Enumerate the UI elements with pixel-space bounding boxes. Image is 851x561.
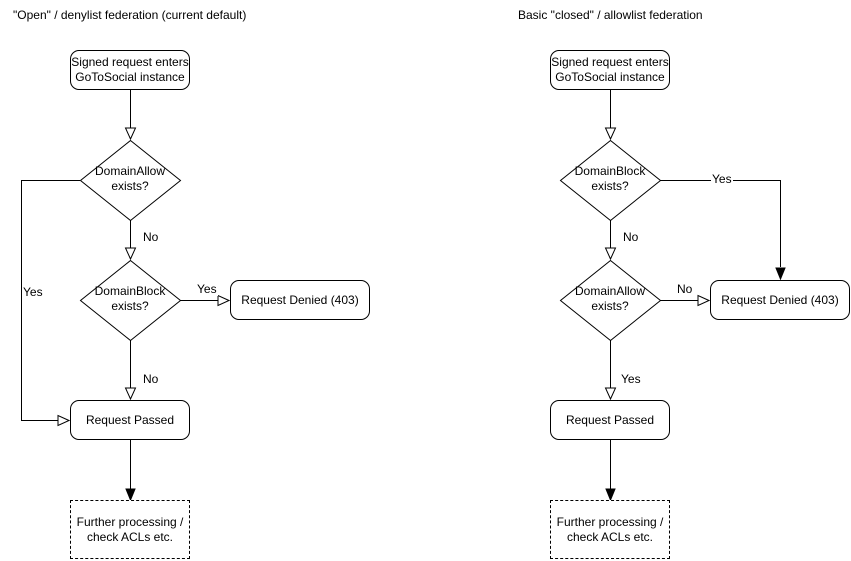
left-decision2-no-edge-label: No [142, 372, 160, 386]
edge-left-decision1-no [124, 220, 137, 261]
edge-line [21, 180, 80, 421]
right-decision1-diamond [559, 139, 662, 222]
request-passed-label: Request Passed [85, 412, 175, 427]
edge-left-decision2-yes-to-denied [180, 294, 231, 307]
open-arrowhead-icon [124, 247, 137, 261]
open-arrowhead-icon [604, 247, 617, 261]
right-decision2-yes-edge-label: Yes [620, 372, 642, 386]
edge-left-passed-to-further [125, 440, 136, 502]
edge-left-decision2-no-to-passed [124, 340, 137, 401]
edge-line [660, 180, 781, 267]
request-denied-label: Request Denied (403) [241, 292, 359, 307]
open-arrowhead-icon [124, 387, 137, 401]
right-further-processing-node: Further processing / check ACLs etc. [550, 500, 670, 559]
left-decision1-no-edge-label: No [142, 230, 160, 244]
left-request-passed-node: Request Passed [70, 400, 190, 440]
filled-arrowhead-icon [125, 488, 136, 502]
further-processing-label-line2: check ACLs etc. [86, 529, 174, 544]
left-further-processing-node: Further processing / check ACLs etc. [70, 500, 190, 559]
right-decision2-diamond [559, 259, 662, 342]
edge-right-decision2-yes-to-passed [604, 340, 617, 401]
open-arrowhead-icon [604, 127, 617, 141]
right-decision1-yes-edge-label: Yes [711, 172, 733, 186]
left-decision1-yes-edge-label: Yes [22, 285, 44, 299]
right-request-passed-node: Request Passed [550, 400, 670, 440]
open-arrowhead-icon [697, 294, 711, 307]
filled-arrowhead-icon [775, 267, 786, 281]
left-chart-title: "Open" / denylist federation (current de… [13, 8, 247, 22]
edge-right-decision2-no-to-denied [660, 294, 711, 307]
start-node-label-line2: GoToSocial instance [75, 70, 185, 84]
edge-left-start-to-decision1 [124, 90, 137, 141]
start-node-label-line2: GoToSocial instance [555, 70, 665, 84]
edge-left-decision1-yes-to-passed [21, 180, 80, 427]
open-arrowhead-icon [217, 294, 231, 307]
filled-arrowhead-icon [605, 488, 616, 502]
right-request-denied-node: Request Denied (403) [710, 280, 850, 320]
edge-right-start-to-decision1 [604, 90, 617, 141]
left-decision1-diamond [79, 139, 182, 222]
open-arrowhead-icon [57, 414, 71, 427]
edge-right-passed-to-further [605, 440, 616, 502]
right-chart-title: Basic "closed" / allowlist federation [518, 8, 703, 22]
request-passed-label: Request Passed [565, 412, 655, 427]
edge-right-decision1-no [604, 220, 617, 261]
further-processing-label-line2: check ACLs etc. [566, 529, 654, 544]
open-arrowhead-icon [604, 387, 617, 401]
left-decision2-diamond [79, 259, 182, 342]
left-request-denied-node: Request Denied (403) [230, 280, 370, 320]
further-processing-label-line1: Further processing / [556, 514, 664, 529]
left-start-node: Signed request enters GoToSocial instanc… [70, 50, 190, 90]
further-processing-label-line1: Further processing / [76, 514, 184, 529]
left-decision2-yes-edge-label: Yes [196, 282, 218, 296]
start-node-label-line1: Signed request enters [71, 55, 189, 69]
edge-right-decision1-yes-to-denied [660, 180, 786, 281]
start-node-label-line1: Signed request enters [551, 55, 669, 69]
request-denied-label: Request Denied (403) [721, 292, 839, 307]
right-start-node: Signed request enters GoToSocial instanc… [550, 50, 670, 90]
right-decision1-no-edge-label: No [622, 230, 640, 244]
right-decision2-no-edge-label: No [676, 282, 694, 296]
open-arrowhead-icon [124, 127, 137, 141]
